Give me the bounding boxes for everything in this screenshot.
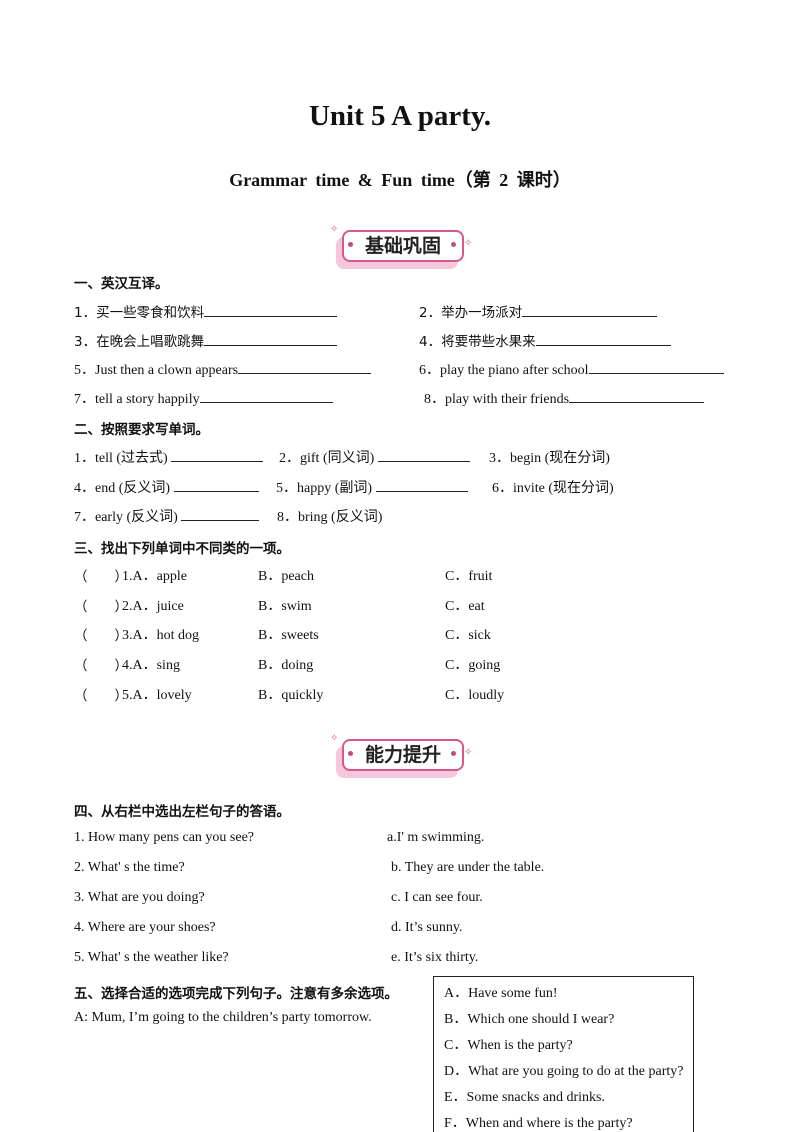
question-item: 2. What' s the time? <box>74 860 185 875</box>
sparkle-icon: ✧ <box>464 747 473 758</box>
banner-label: 基础巩固 <box>364 235 441 257</box>
option-a: 3.A．hot dog <box>122 628 199 643</box>
option-item: F．When and where is the party? <box>444 1116 633 1131</box>
sparkle-icon: ✧ <box>330 224 339 235</box>
answer-blank[interactable] <box>522 304 658 317</box>
banner-advanced: 能力提升 ✧ ✧ <box>330 733 472 781</box>
translation-item: 7．tell a story happily <box>74 388 333 408</box>
section-heading: 一、英汉互译。 <box>74 276 169 292</box>
answer-paren[interactable]: （ ） <box>74 569 128 585</box>
option-b: B．doing <box>258 658 314 673</box>
answer-paren[interactable]: （ ） <box>74 688 128 704</box>
answer-blank[interactable] <box>181 508 260 521</box>
option-b: B．peach <box>258 569 314 584</box>
question-item: 5. What' s the weather like? <box>74 950 229 965</box>
bullet-dot-icon <box>348 751 353 756</box>
answer-blank[interactable] <box>199 390 333 403</box>
translation-item: 8．play with their friends <box>424 388 705 408</box>
answer-item: c. I can see four. <box>391 890 483 905</box>
answer-item: a.I' m swimming. <box>387 830 485 845</box>
page-title: Unit 5 A party. <box>308 100 492 132</box>
section-heading: 四、从右栏中选出左栏句子的答语。 <box>74 804 290 820</box>
option-b: B．sweets <box>258 628 319 643</box>
option-b: B．swim <box>258 599 312 614</box>
banner-basic: 基础巩固 ✧ ✧ <box>330 224 472 272</box>
word-item: 8．bring (反义词) <box>277 510 383 525</box>
word-item: 1．tell (过去式) <box>74 447 264 467</box>
answer-blank[interactable] <box>375 479 468 492</box>
section-heading: 五、选择合适的选项完成下列句子。注意有多余选项。 <box>74 986 398 1002</box>
bullet-dot-icon <box>451 242 456 247</box>
option-a: 2.A．juice <box>122 599 184 614</box>
option-b: B．quickly <box>258 688 324 703</box>
page-subtitle: Grammar time & Fun time（第 2 课时） <box>229 170 571 190</box>
section-heading: 二、按照要求写单词。 <box>74 422 209 438</box>
answer-blank[interactable] <box>204 304 338 317</box>
bullet-dot-icon <box>348 242 353 247</box>
section-heading: 三、找出下列单词中不同类的一项。 <box>74 541 290 557</box>
option-item: D．What are you going to do at the party? <box>444 1064 684 1079</box>
translation-item: 5．Just then a clown appears <box>74 359 372 379</box>
question-item: 3. What are you doing? <box>74 890 205 905</box>
option-a: 5.A．lovely <box>122 688 192 703</box>
word-item: 3．begin (现在分词) <box>489 451 610 466</box>
dialogue-line: A: Mum, I’m going to the children’s part… <box>74 1010 372 1025</box>
word-item: 4．end (反义词) <box>74 477 259 497</box>
answer-blank[interactable] <box>535 333 671 346</box>
word-item: 5．happy (副词) <box>276 477 468 497</box>
translation-item: 3．在晚会上唱歌跳舞 <box>74 330 338 350</box>
option-item: E．Some snacks and drinks. <box>444 1090 605 1105</box>
option-c: C．going <box>445 658 501 673</box>
answer-item: e. It’s six thirty. <box>391 950 479 965</box>
answer-blank[interactable] <box>588 361 724 374</box>
word-item: 7．early (反义词) <box>74 506 260 526</box>
option-c: C．sick <box>445 628 491 643</box>
answer-item: d. It’s sunny. <box>391 920 463 935</box>
answer-blank[interactable] <box>377 449 470 462</box>
option-a: 1.A．apple <box>122 569 187 584</box>
answer-blank[interactable] <box>569 390 705 403</box>
translation-item: 6．play the piano after school <box>419 359 724 379</box>
options-box: A．Have some fun! B．Which one should I we… <box>433 976 694 1132</box>
banner-frame: 基础巩固 <box>342 230 464 262</box>
banner-label: 能力提升 <box>364 744 441 766</box>
answer-paren[interactable]: （ ） <box>74 628 128 644</box>
option-item: A．Have some fun! <box>444 986 558 1001</box>
answer-paren[interactable]: （ ） <box>74 658 128 674</box>
answer-item: b. They are under the table. <box>391 860 545 875</box>
answer-blank[interactable] <box>171 449 264 462</box>
answer-blank[interactable] <box>204 333 338 346</box>
translation-item: 2．举办一场派对 <box>419 301 658 321</box>
answer-blank[interactable] <box>238 361 372 374</box>
option-c: C．eat <box>445 599 485 614</box>
option-a: 4.A．sing <box>122 658 180 673</box>
question-item: 1. How many pens can you see? <box>74 830 255 845</box>
bullet-dot-icon <box>451 751 456 756</box>
option-item: C．When is the party? <box>444 1038 573 1053</box>
answer-paren[interactable]: （ ） <box>74 599 128 615</box>
question-item: 4. Where are your shoes? <box>74 920 216 935</box>
banner-frame: 能力提升 <box>342 739 464 771</box>
sparkle-icon: ✧ <box>464 238 473 249</box>
word-item: 6．invite (现在分词) <box>492 481 614 496</box>
translation-item: 1．买一些零食和饮料 <box>74 301 338 321</box>
answer-blank[interactable] <box>173 479 259 492</box>
option-c: C．fruit <box>445 569 493 584</box>
option-item: B．Which one should I wear? <box>444 1012 615 1027</box>
translation-item: 4．将要带些水果来 <box>419 330 671 350</box>
sparkle-icon: ✧ <box>330 733 339 744</box>
word-item: 2．gift (同义词) <box>279 447 470 467</box>
option-c: C．loudly <box>445 688 505 703</box>
